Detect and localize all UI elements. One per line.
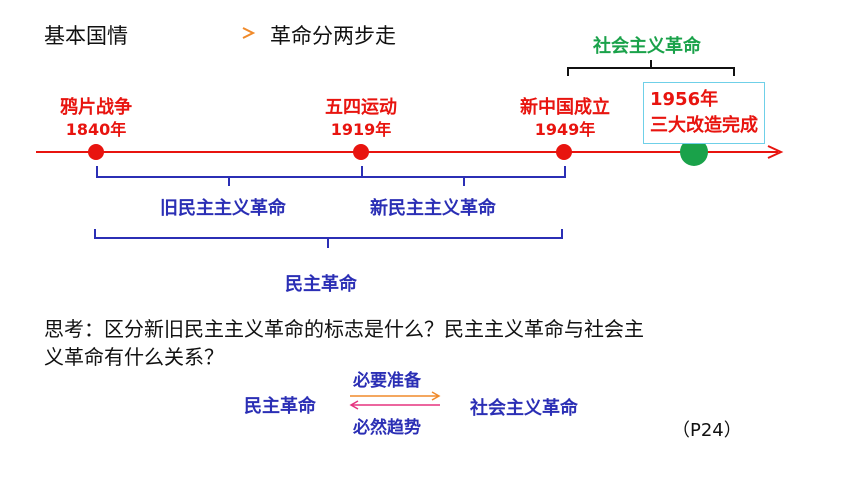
dot-1949 [556,144,572,160]
old-democratic-label: 旧民主主义革命 [160,198,286,219]
event-prc-founded-name: 新中国成立 [520,97,610,118]
header-two-step-revolution: 革命分两步走 [270,24,396,48]
question-line-2: 义革命有什么关系？ [44,345,224,369]
event-prc-founded: 新中国成立 1949年 [505,97,625,141]
relation-inevitable-trend: 必然趋势 [353,418,421,438]
event-may-fourth-year: 1919年 [330,120,392,139]
event-may-fourth: 五四运动 1919年 [311,97,411,141]
relation-right-socialist: 社会主义革命 [470,398,578,419]
dot-1919 [353,144,369,160]
relation-necessary-preparation: 必要准备 [353,371,421,391]
event-opium-war-name: 鸦片战争 [60,97,132,118]
event-prc-founded-year: 1949年 [534,120,596,139]
relation-arrows [349,391,441,410]
event-opium-war: 鸦片战争 1840年 [46,97,146,141]
democratic-bracket [94,229,563,248]
event-may-fourth-name: 五四运动 [325,97,397,118]
dot-1956 [680,138,708,166]
dot-1840 [88,144,104,160]
header-basic-conditions: 基本国情 [44,24,128,48]
new-democratic-bracket [362,166,566,186]
democratic-revolution-label: 民主革命 [285,274,357,295]
header-arrow [165,27,256,39]
highlight-event: 三大改造完成 [650,115,758,136]
socialist-revolution-label: 社会主义革命 [593,36,701,57]
highlight-year: 1956年 [650,89,719,110]
socialist-bracket [567,60,735,76]
highlight-box-1956: 1956年 三大改造完成 [643,82,765,144]
timeline-axis [36,145,784,159]
page-reference: （P24） [672,420,742,441]
question-line-1: 思考：区分新旧民主主义革命的标志是什么？民主主义革命与社会主 [44,317,644,341]
relation-left-democratic: 民主革命 [244,396,316,417]
new-democratic-label: 新民主主义革命 [370,198,496,219]
event-opium-war-year: 1840年 [65,120,127,139]
old-democratic-bracket [96,166,363,186]
